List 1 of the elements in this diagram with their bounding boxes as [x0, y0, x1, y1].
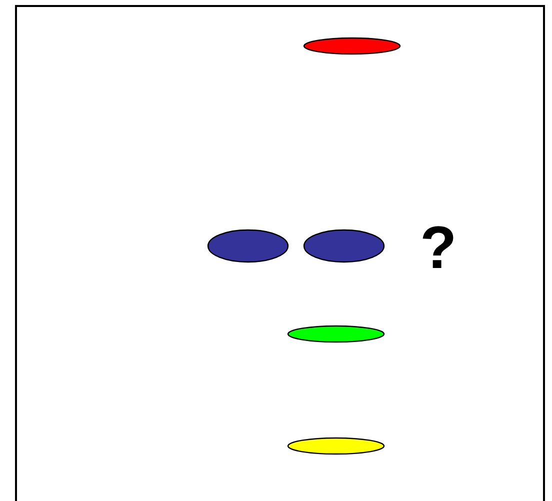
question-mark: ? — [420, 218, 457, 278]
